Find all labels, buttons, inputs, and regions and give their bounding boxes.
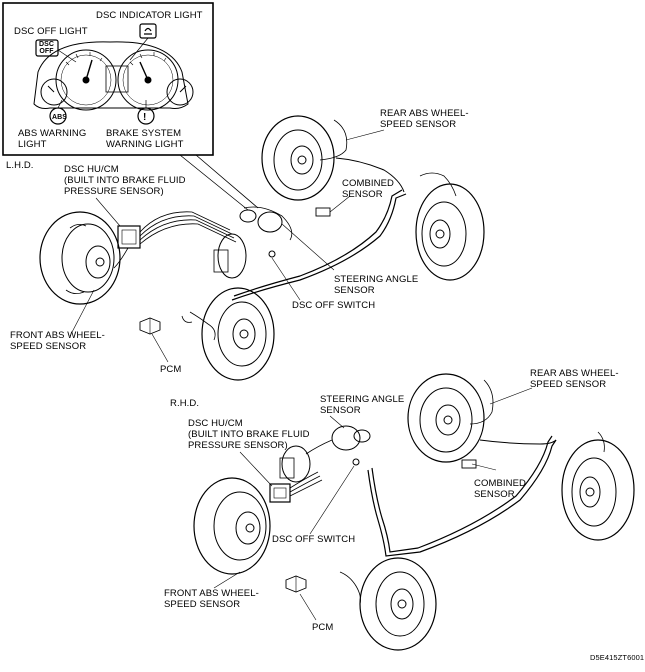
lhd-steering-angle-sensor-label: STEERING ANGLE SENSOR xyxy=(334,274,419,296)
tachometer-gauge xyxy=(55,49,117,111)
rhd-dsc-off-switch-label: DSC OFF SWITCH xyxy=(272,534,356,545)
lhd-combined-sensor-label: COMBINED SENSOR xyxy=(342,178,394,200)
dsc-indicator-light-label: DSC INDICATOR LIGHT xyxy=(96,10,203,21)
rhd-title: R.H.D. xyxy=(170,398,200,409)
rhd-combined-sensor-label: COMBINED SENSOR xyxy=(474,478,526,500)
lhd-front-left-wheel xyxy=(39,211,121,305)
rhd-brake-booster xyxy=(281,445,311,483)
rhd-drawing xyxy=(193,373,635,651)
dsc-off-icon xyxy=(35,39,59,57)
lhd-drawing xyxy=(39,115,485,381)
rhd-dsc-hu-cm-label: DSC HU/CM (BUILT INTO BRAKE FLUID PRESSU… xyxy=(188,418,310,451)
lhd-rear-abs-sensor-label: REAR ABS WHEEL- SPEED SENSOR xyxy=(380,108,469,130)
rhd-steering-angle-sensor xyxy=(331,425,361,451)
speedometer-gauge xyxy=(117,49,179,111)
instrument-cluster-inset: ! xyxy=(2,2,259,211)
lhd-dsc-off-switch xyxy=(268,250,276,258)
rhd-rear-right-wheel xyxy=(561,439,635,541)
abs-icon-text: ABS xyxy=(52,114,68,121)
rhd-rear-left-wheel xyxy=(407,373,485,463)
rhd-dsc-hu-cm xyxy=(269,483,291,503)
lhd-rear-right-wheel xyxy=(415,183,485,281)
svg-text:!: ! xyxy=(143,112,146,123)
dsc-off-light-label: DSC OFF LIGHT xyxy=(14,26,88,37)
lhd-front-abs-sensor-label: FRONT ABS WHEEL- SPEED SENSOR xyxy=(10,330,105,352)
lhd-rear-left-wheel xyxy=(261,115,335,201)
rhd-front-abs-sensor-label: FRONT ABS WHEEL- SPEED SENSOR xyxy=(164,588,259,610)
rhd-pcm-label: PCM xyxy=(312,622,334,633)
rhd-steering-angle-sensor-label: STEERING ANGLE SENSOR xyxy=(320,394,405,416)
abs-warning-light-label: ABS WARNING LIGHT xyxy=(18,128,87,150)
lhd-dsc-off-switch-label: DSC OFF SWITCH xyxy=(292,300,376,311)
lhd-dsc-hu-cm xyxy=(117,225,141,249)
lhd-front-right-wheel xyxy=(201,287,275,381)
rhd-front-right-wheel xyxy=(359,557,437,651)
brake-system-warning-light-label: BRAKE SYSTEM WARNING LIGHT xyxy=(106,128,184,150)
lhd-steering-angle-sensor xyxy=(257,211,283,233)
rhd-front-left-wheel xyxy=(193,477,271,575)
lhd-pcm-label: PCM xyxy=(160,364,182,375)
lhd-combined-sensor xyxy=(315,207,331,217)
figure-code: D5E415ZT6001 xyxy=(590,653,645,662)
dsc-indicator-icon xyxy=(139,23,157,39)
rhd-dsc-off-switch xyxy=(352,458,360,466)
dsc-off-icon-text: DSC OFF xyxy=(39,41,55,55)
lhd-dsc-hu-cm-label: DSC HU/CM (BUILT INTO BRAKE FLUID PRESSU… xyxy=(64,164,186,197)
rhd-combined-sensor xyxy=(461,459,477,469)
lhd-brake-booster xyxy=(217,233,247,279)
lhd-title: L.H.D. xyxy=(6,160,34,171)
rhd-rear-abs-sensor-label: REAR ABS WHEEL- SPEED SENSOR xyxy=(530,368,619,390)
